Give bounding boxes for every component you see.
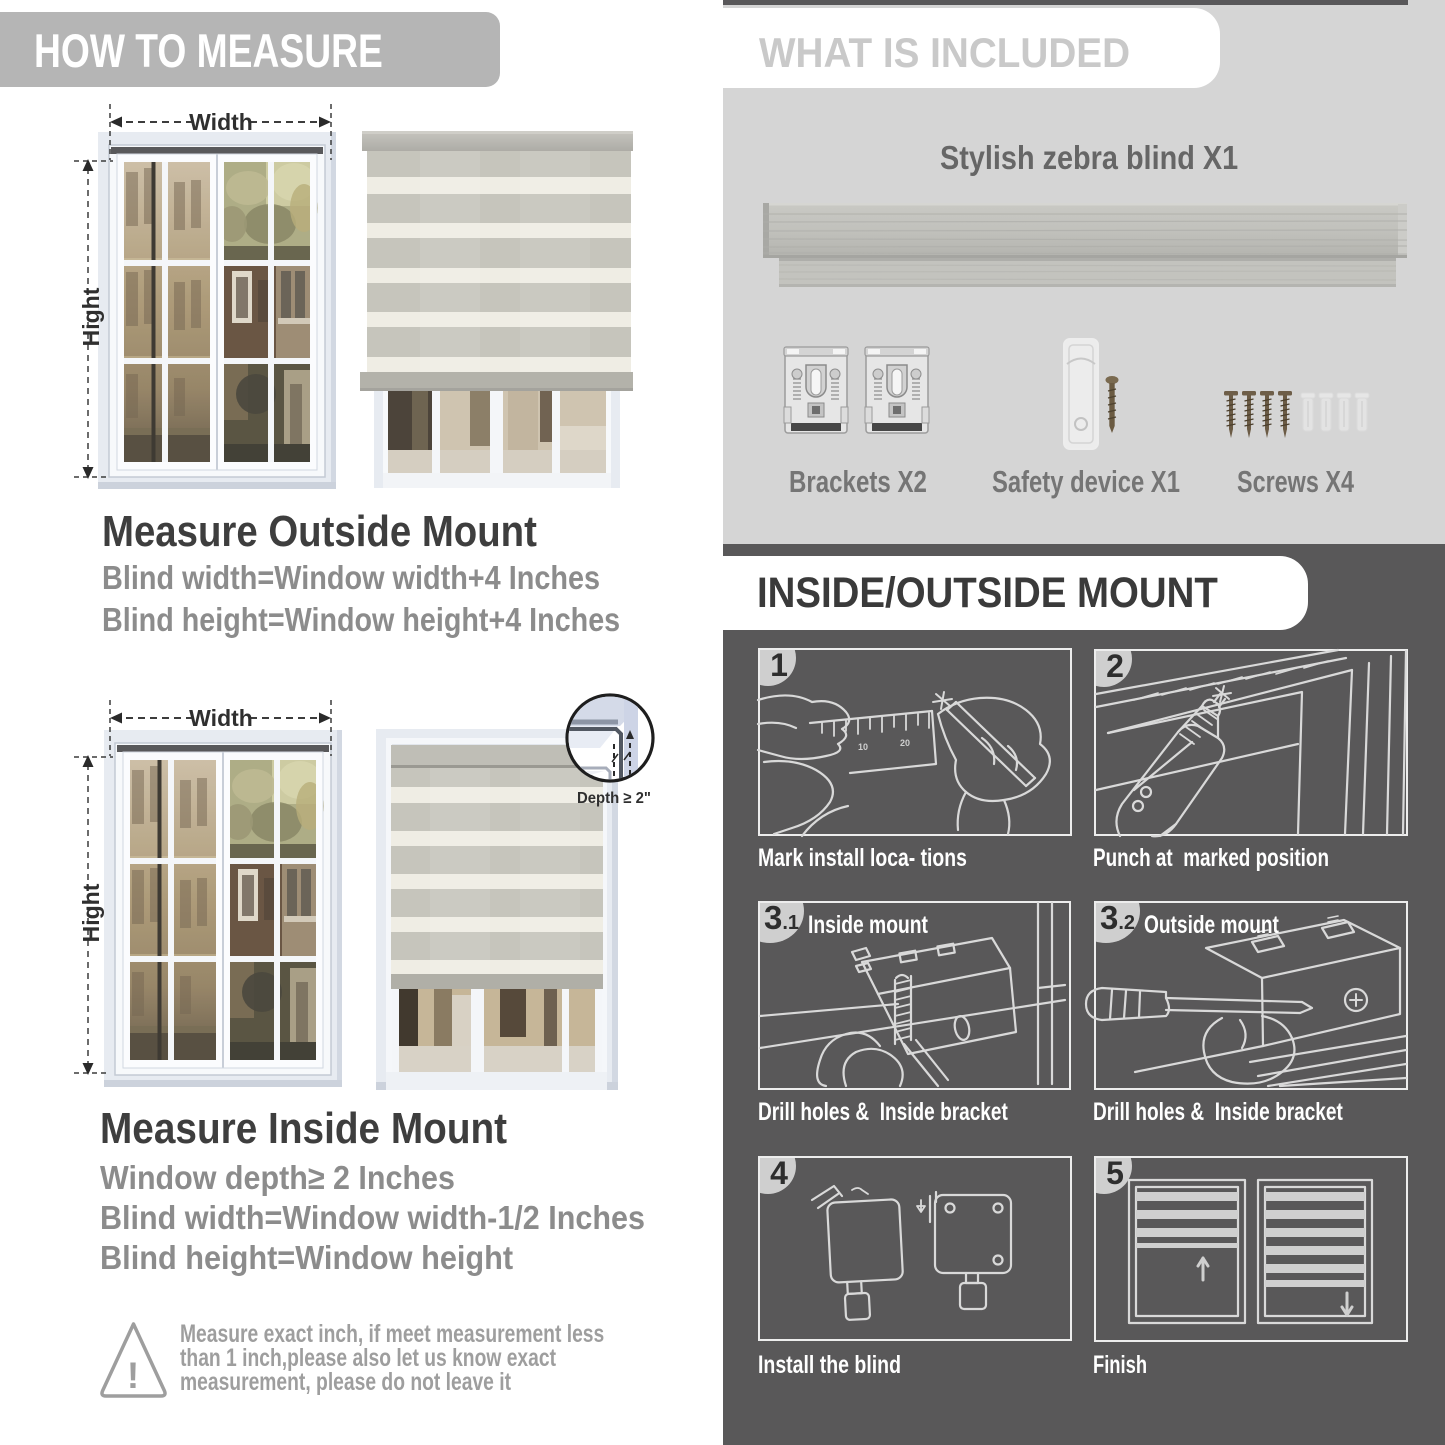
svg-text:!: !: [127, 1355, 139, 1396]
svg-text:10: 10: [858, 742, 868, 752]
svg-text:Width: Width: [189, 705, 253, 731]
svg-text:Width: Width: [189, 109, 253, 135]
svg-text:Hight: Hight: [78, 287, 104, 346]
svg-text:Hight: Hight: [78, 883, 104, 942]
svg-text:20: 20: [900, 738, 910, 748]
